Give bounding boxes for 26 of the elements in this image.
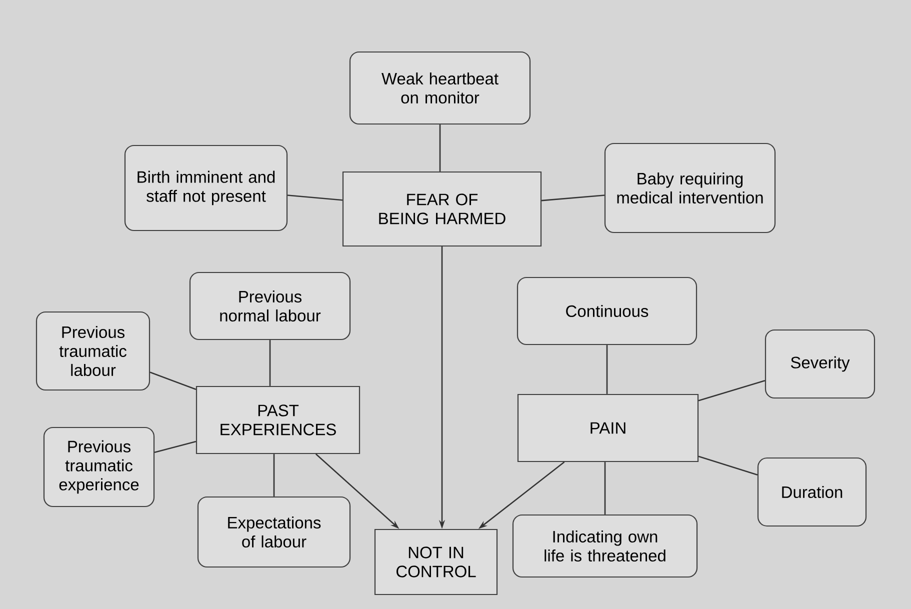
factor-box: Previous traumatic labour <box>36 311 150 391</box>
connector-line <box>604 462 606 514</box>
theme-box: PAST EXPERIENCES <box>196 386 360 454</box>
factor-box: Baby requiring medical intervention <box>604 142 776 234</box>
connector-line <box>606 345 608 394</box>
theme-box: FEAR OF BEING HARMED <box>342 171 542 247</box>
theme-box: PAIN <box>517 394 699 462</box>
factor-box: Duration <box>757 457 867 527</box>
factor-box: Indicating own life is threatened <box>512 514 698 578</box>
factor-box: Birth imminent and staff not present <box>124 144 288 232</box>
connector-line <box>269 340 271 386</box>
connector-line <box>542 194 605 202</box>
factor-box: Previous normal labour <box>189 272 351 340</box>
theme-box: NOT IN CONTROL <box>374 528 498 596</box>
factor-box: Continuous <box>516 276 698 346</box>
factor-box: Weak heartbeat on monitor <box>349 51 531 125</box>
factor-box: Severity <box>764 329 876 399</box>
connector-line <box>273 454 275 496</box>
connector-line <box>698 456 758 476</box>
connector-line <box>154 440 196 454</box>
connector-line <box>150 372 196 390</box>
factor-box: Previous traumatic experience <box>43 426 155 508</box>
factor-box: Expectations of labour <box>197 496 351 568</box>
connector-line <box>698 380 766 402</box>
connector-line <box>439 124 441 172</box>
connector-line <box>288 194 343 201</box>
